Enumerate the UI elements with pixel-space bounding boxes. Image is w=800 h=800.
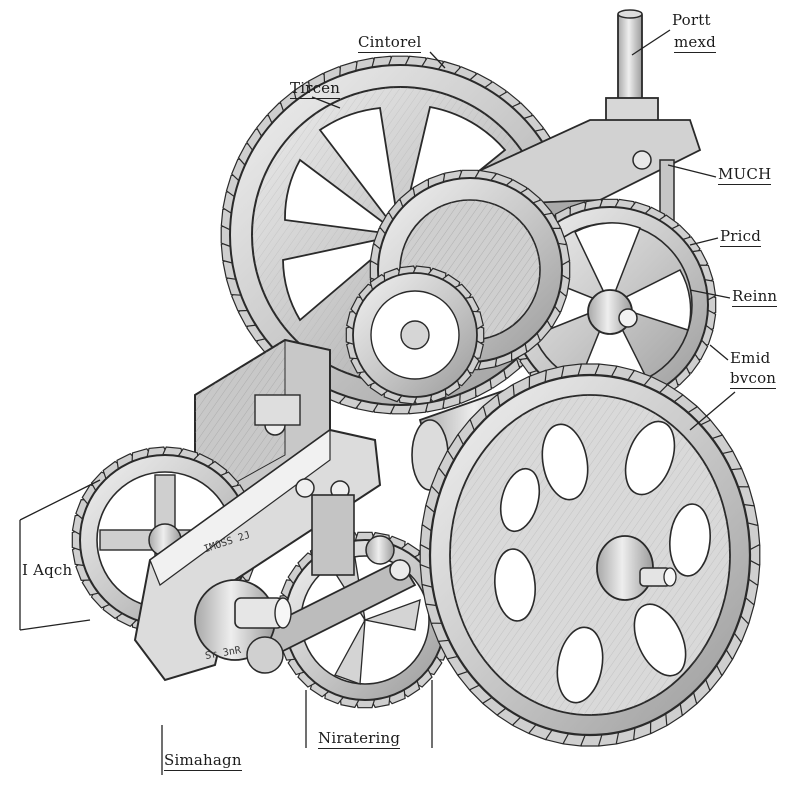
central-gear-cluster: [345, 169, 571, 405]
label-simahagn: Simahagn: [164, 751, 242, 771]
label-tircen: Tircen: [290, 79, 341, 99]
label-aqch: I Aqch: [22, 561, 73, 579]
label-cintorel: Cintorel: [358, 33, 422, 53]
label-pricd: Pricd: [720, 227, 762, 247]
leader-lines: [19, 29, 736, 775]
label-much: MUCH: [718, 165, 772, 185]
label-reinn: Reinn: [732, 287, 778, 307]
label-portt: Portt: [672, 11, 711, 29]
front-large-gear: [419, 363, 761, 747]
label-bvcon: bvcon: [730, 369, 777, 389]
label-niratering: Niratering: [318, 729, 401, 749]
linkage-arm-plate: [133, 428, 417, 682]
label-emid: Emid: [730, 349, 771, 367]
label-mexd: mexd: [674, 33, 716, 53]
